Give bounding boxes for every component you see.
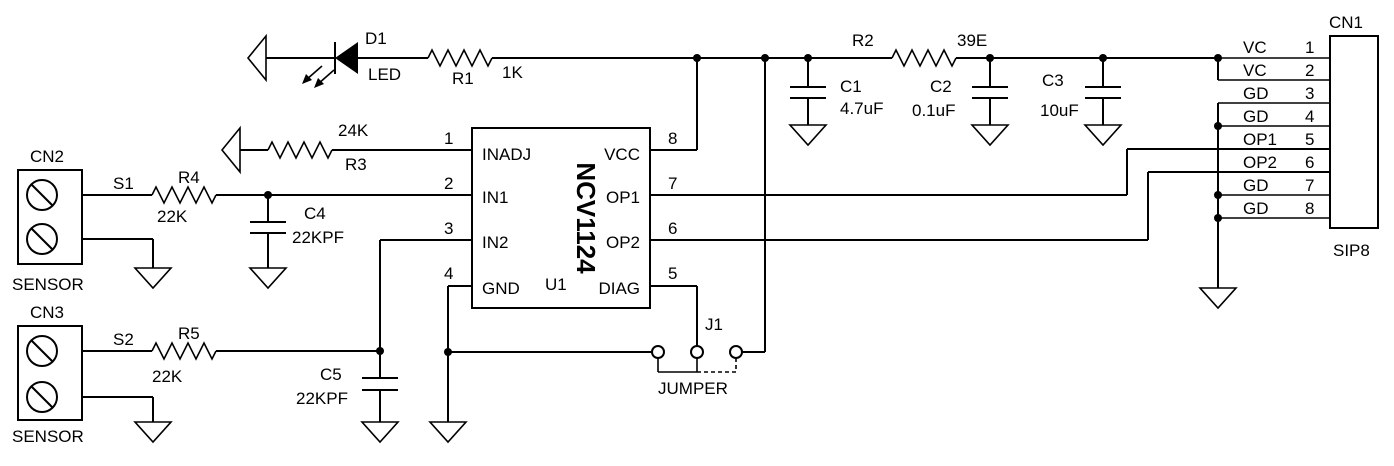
cn1-pin1-number: 1 <box>1305 38 1314 57</box>
cn3-label: SENSOR <box>12 427 84 446</box>
u1-pin3-name: IN2 <box>482 233 508 252</box>
c2-ref: C2 <box>930 77 952 96</box>
cn1-pin8-number: 8 <box>1305 199 1314 218</box>
r2-ref: R2 <box>852 31 874 50</box>
cn2-label: SENSOR <box>12 275 84 294</box>
c4-value: 22KPF <box>292 228 344 247</box>
cn1-pin3-net: GD <box>1243 84 1269 103</box>
resistor-r3: 24K R3 <box>220 121 472 175</box>
cn1-pin8-net: GD <box>1243 199 1269 218</box>
c5-value: 22KPF <box>296 389 348 408</box>
capacitor-c2: C2 0.1uF <box>912 58 1009 146</box>
u1-pin1-name: INADJ <box>482 145 531 164</box>
r4-ref: R4 <box>178 168 200 187</box>
r4-value: 22K <box>157 207 188 226</box>
cn1-pin5-number: 5 <box>1305 130 1314 149</box>
u1-pin5-name: DIAG <box>598 279 640 298</box>
connector-cn3: CN3 SENSOR S2 <box>12 303 172 446</box>
connector-cn2: CN2 SENSOR S1 <box>12 147 172 294</box>
d1-value: LED <box>368 65 401 84</box>
cn1-pin5-net: OP1 <box>1243 130 1277 149</box>
resistor-r5: R5 22K <box>151 324 380 386</box>
capacitor-c5: C5 22KPF <box>296 365 399 443</box>
j1-value: JUMPER <box>658 379 728 398</box>
cn1-pin3-number: 3 <box>1305 84 1314 103</box>
cn2-ref: CN2 <box>30 147 64 166</box>
r1-ref: R1 <box>452 69 474 88</box>
u1-pin6-name: OP2 <box>606 233 640 252</box>
net-s1-label: S1 <box>113 174 134 193</box>
capacitor-c1: C1 4.7uF <box>789 58 883 146</box>
cn1-pin6-net: OP2 <box>1243 153 1277 172</box>
j1-ref: J1 <box>705 315 723 334</box>
led-d1: D1 LED <box>246 29 428 88</box>
u1-pin1-number: 1 <box>444 129 453 148</box>
resistor-r4: R4 22K <box>151 168 472 226</box>
connector-cn1: CN1 SIP8 VC VC GD GD OP1 OP2 GD GD 1 2 3… <box>1199 13 1379 309</box>
cn1-pin7-net: GD <box>1243 176 1269 195</box>
resistor-r1: R1 1K <box>427 48 697 88</box>
cn1-pin2-net: VC <box>1243 61 1267 80</box>
u1-pin2-number: 2 <box>444 174 453 193</box>
capacitor-c4: C4 22KPF <box>249 195 344 289</box>
r5-value: 22K <box>152 367 183 386</box>
cn1-pin4-net: GD <box>1243 107 1269 126</box>
cn3-ref: CN3 <box>30 303 64 322</box>
c1-ref: C1 <box>840 77 862 96</box>
d1-ref: D1 <box>365 29 387 48</box>
cn1-pin1-net: VC <box>1243 38 1267 57</box>
c3-value: 10uF <box>1040 101 1079 120</box>
cn1-pin6-number: 6 <box>1305 153 1314 172</box>
r5-ref: R5 <box>178 324 200 343</box>
u1-ref: U1 <box>545 275 567 294</box>
net-s2-label: S2 <box>113 330 134 349</box>
u1-part-number: NCV1124 <box>571 162 601 274</box>
cn1-type: SIP8 <box>1333 241 1370 260</box>
cn1-pin7-number: 7 <box>1305 176 1314 195</box>
r1-value: 1K <box>502 63 523 82</box>
resistor-r2: R2 39E <box>852 31 987 68</box>
u1-pin6-number: 6 <box>668 219 677 238</box>
c3-ref: C3 <box>1042 71 1064 90</box>
cn1-pin2-number: 2 <box>1305 61 1314 80</box>
r3-value: 24K <box>338 121 369 140</box>
u1-pin5-number: 5 <box>668 264 677 283</box>
u1-pin2-name: IN1 <box>482 188 508 207</box>
u1-pin4-name: GND <box>482 279 520 298</box>
c2-value: 0.1uF <box>912 101 955 120</box>
u1-pin4-number: 4 <box>444 264 453 283</box>
c1-value: 4.7uF <box>840 99 883 118</box>
ic-u1: NCV1124 U1 INADJ IN1 IN2 GND VCC OP1 OP2… <box>444 127 677 309</box>
u1-pin8-name: VCC <box>604 145 640 164</box>
c5-ref: C5 <box>320 365 342 384</box>
cn1-ref: CN1 <box>1329 13 1363 32</box>
c4-ref: C4 <box>304 204 326 223</box>
u1-pin7-name: OP1 <box>606 188 640 207</box>
r3-ref: R3 <box>345 155 367 174</box>
u1-pin7-number: 7 <box>668 174 677 193</box>
cn1-pin4-number: 4 <box>1305 107 1314 126</box>
u1-pin3-number: 3 <box>444 219 453 238</box>
r2-value: 39E <box>957 31 987 50</box>
capacitor-c3: C3 10uF <box>1040 58 1122 146</box>
u1-pin8-number: 8 <box>668 129 677 148</box>
jumper-j1: J1 JUMPER <box>448 315 765 398</box>
